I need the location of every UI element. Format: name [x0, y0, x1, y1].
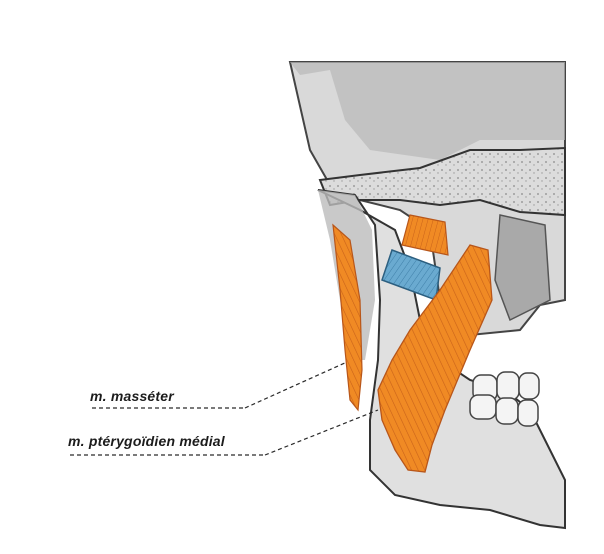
pterygoid-leader-line-angle [264, 409, 379, 456]
mandible-bone [317, 189, 566, 530]
teeth [469, 371, 540, 427]
cranium-shading [290, 62, 565, 160]
masseter-muscle [332, 223, 363, 412]
zygomatic-arch [318, 146, 566, 217]
label-masseter: m. masséter [90, 388, 174, 404]
maxilla-dark [494, 214, 551, 322]
masseter-leader-line-angle [244, 361, 348, 409]
medial-pterygoid-muscle [377, 244, 493, 473]
label-medial-pterygoid: m. ptérygoïdien médial [68, 433, 225, 449]
upper-orange-muscle [401, 214, 449, 256]
